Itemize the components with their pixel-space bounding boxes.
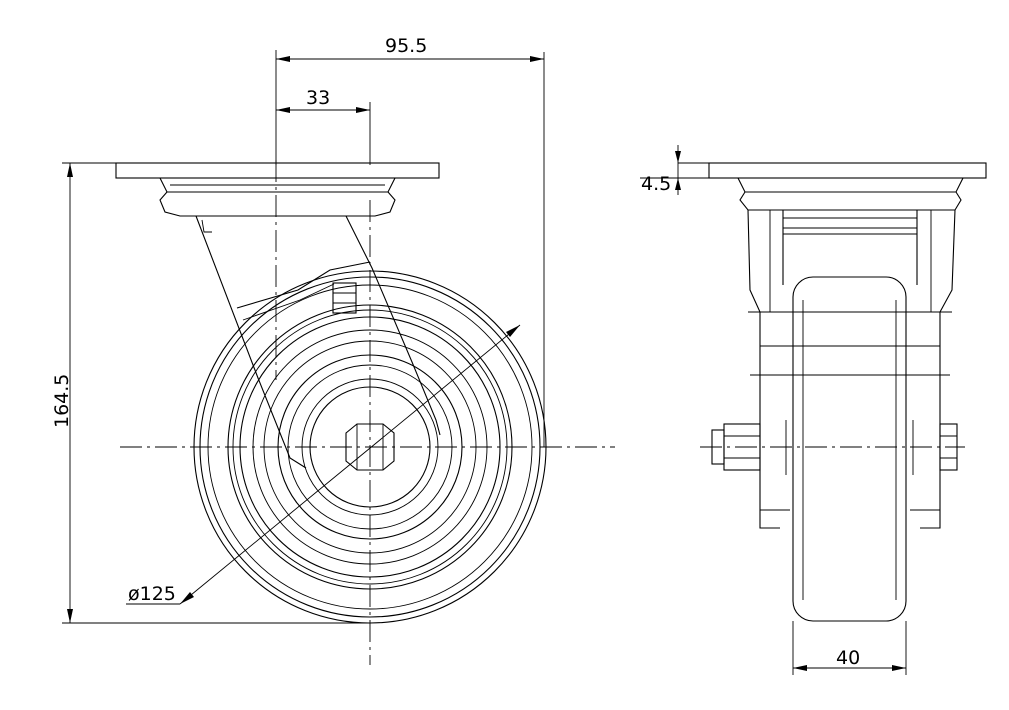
overall-width-label: 95.5 [385, 35, 427, 57]
overall-height-label: 164.5 [51, 374, 73, 428]
wheel-width-label: 40 [836, 647, 860, 669]
side-dimensions: 4.5 40 [640, 145, 907, 675]
top-plate [115, 162, 440, 217]
plate-thickness-label: 4.5 [641, 173, 671, 195]
side-view [700, 162, 987, 622]
front-dimensions: 95.5 33 164.5 ø125 [51, 35, 545, 624]
side-fork [747, 209, 956, 529]
wheel-diameter-label: ø125 [128, 583, 176, 605]
side-wheel [785, 276, 914, 622]
front-view [115, 160, 615, 665]
swivel-offset-label: 33 [306, 87, 330, 109]
side-top-plate [708, 162, 987, 211]
